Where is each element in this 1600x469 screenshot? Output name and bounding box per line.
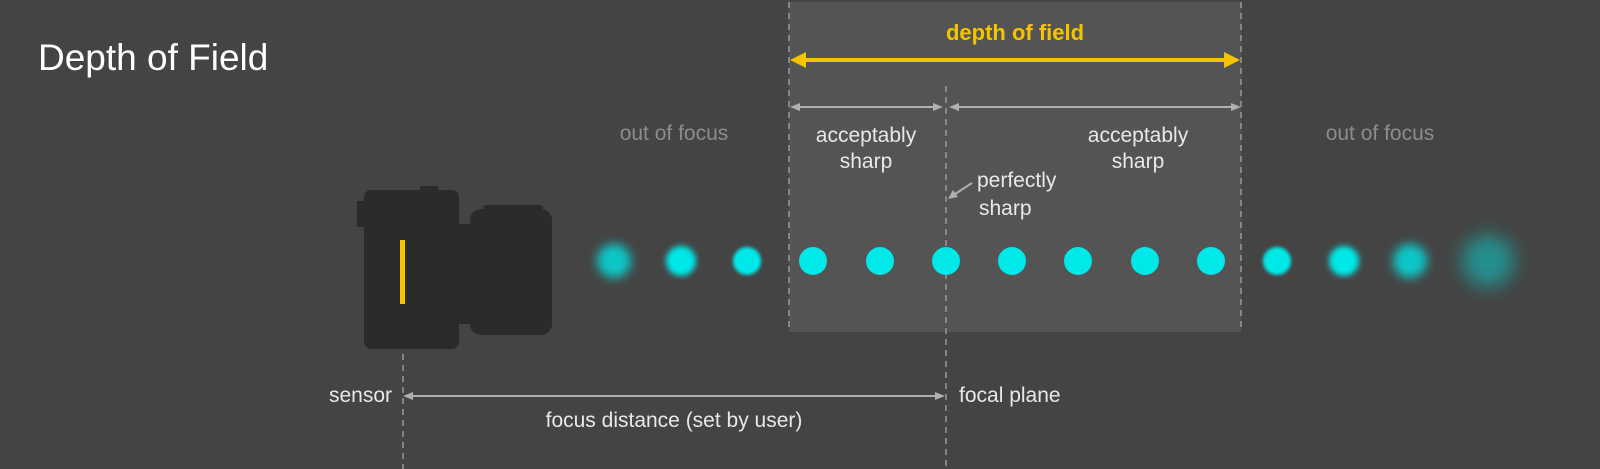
blurred-dot — [1329, 246, 1359, 276]
blurred-dot — [1393, 244, 1427, 278]
page-title: Depth of Field — [38, 37, 268, 78]
near-sharp-arrow — [790, 103, 943, 111]
sharp-dot — [1197, 247, 1225, 275]
camera-icon — [357, 186, 552, 349]
sharp-dot — [932, 247, 960, 275]
near-acceptably-sharp-line1: acceptably — [816, 124, 917, 147]
perfectly-sharp-line2: sharp — [979, 197, 1032, 220]
far-acceptably-sharp-line2: sharp — [1112, 150, 1165, 173]
near-acceptably-sharp-line2: sharp — [840, 150, 893, 173]
sensor-icon — [400, 240, 405, 304]
sensor-label: sensor — [329, 384, 392, 407]
out-of-focus-left: out of focus — [620, 122, 729, 145]
perfectly-sharp-pointer — [948, 182, 973, 199]
dof-arrow — [790, 52, 1240, 68]
sharp-dot — [799, 247, 827, 275]
subject-dots — [597, 235, 1514, 287]
blurred-dot — [666, 246, 696, 276]
out-of-focus-right: out of focus — [1326, 122, 1435, 145]
far-acceptably-sharp-line1: acceptably — [1088, 124, 1189, 147]
perfectly-sharp-line1: perfectly — [977, 169, 1057, 192]
sharp-dot — [998, 247, 1026, 275]
focus-distance-label: focus distance (set by user) — [546, 409, 803, 432]
focal-plane-label: focal plane — [959, 384, 1061, 407]
sharp-dot — [866, 247, 894, 275]
blurred-dot — [1263, 247, 1291, 275]
sharp-dot — [1064, 247, 1092, 275]
sharp-dot — [1131, 247, 1159, 275]
dof-label: depth of field — [946, 20, 1084, 45]
blurred-dot — [733, 247, 761, 275]
blurred-dot — [597, 244, 631, 278]
dof-region — [789, 2, 1241, 332]
far-sharp-arrow — [949, 103, 1241, 111]
blurred-dot — [1462, 235, 1514, 287]
focus-distance-arrow — [403, 392, 945, 400]
